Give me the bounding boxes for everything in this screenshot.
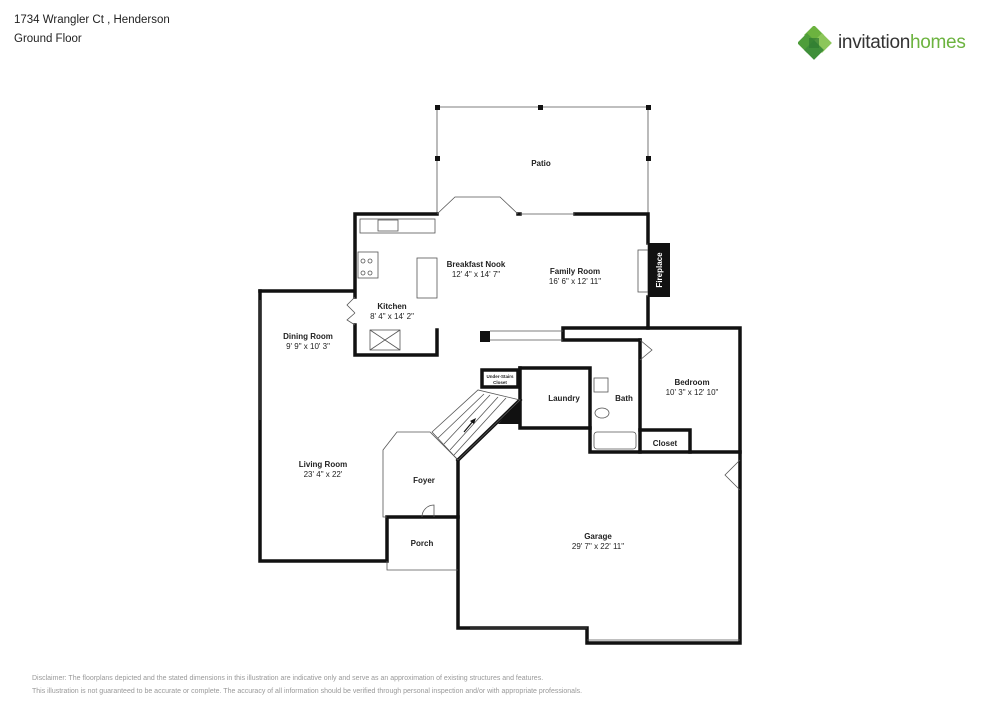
bedroom-label: Bedroom — [674, 378, 709, 387]
garage-dims: 29' 7" x 22' 11" — [572, 542, 624, 551]
foyer-label: Foyer — [413, 476, 435, 485]
fireplace-label: Fireplace — [655, 252, 664, 288]
family-room-label: Family Room — [550, 267, 600, 276]
patio-outline — [435, 105, 651, 214]
garage-label: Garage — [584, 532, 612, 541]
living-room-dims: 23' 4" x 22' — [304, 470, 343, 479]
logo-text-invitation: invitation — [838, 32, 910, 53]
bath-label: Bath — [615, 394, 633, 403]
closet-label: Closet — [653, 439, 678, 448]
breakfast-nook-dims: 12' 4" x 14' 7" — [452, 270, 500, 279]
laundry-label: Laundry — [548, 394, 580, 403]
living-room-label: Living Room — [299, 460, 347, 469]
family-room-dims: 16' 6" x 12' 11" — [549, 277, 601, 286]
breakfast-nook-label: Breakfast Nook — [447, 260, 506, 269]
floor-label: Ground Floor — [14, 33, 82, 45]
windows-and-fixtures — [259, 196, 741, 641]
dining-room-label: Dining Room — [283, 332, 333, 341]
disclaimer-line-2: This illustration is not guaranteed to b… — [32, 688, 583, 695]
property-address: 1734 Wrangler Ct , Henderson — [14, 14, 170, 26]
patio-label: Patio — [531, 159, 551, 168]
under-stairs-closet-label-2: Closet — [493, 380, 507, 385]
under-stairs-closet-label-1: Under-Stairs — [486, 374, 514, 379]
dining-room-dims: 9' 9" x 10' 3" — [286, 342, 330, 351]
kitchen-label: Kitchen — [377, 302, 406, 311]
disclaimer-line-1: Disclaimer: The floorplans depicted and … — [32, 675, 544, 682]
bedroom-dims: 10' 3" x 12' 10" — [666, 388, 719, 397]
logo-mark-icon — [798, 26, 832, 60]
kitchen-dims: 8' 4" x 14' 2" — [370, 312, 414, 321]
logo-text-homes: homes — [910, 32, 966, 53]
porch-label: Porch — [411, 539, 434, 548]
invitation-homes-logo: invitationhomes — [798, 26, 966, 60]
fireplace — [648, 243, 670, 297]
